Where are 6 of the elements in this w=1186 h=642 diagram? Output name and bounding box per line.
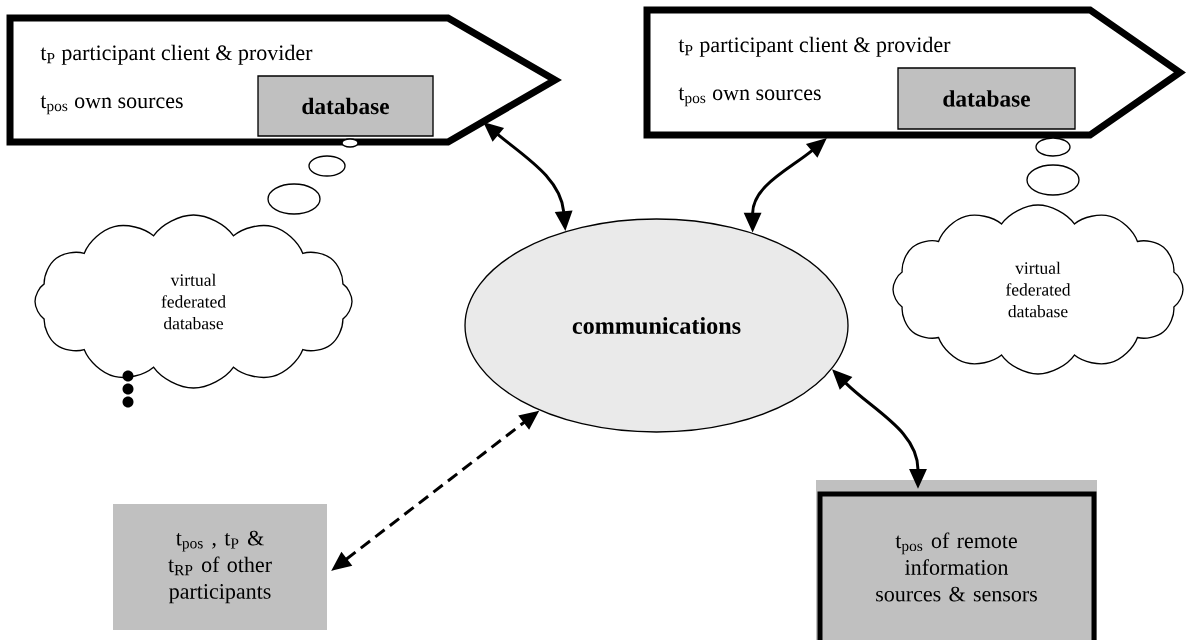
participants-box: t$_{pos}$ , t$_{P}$ & t$_{RP}$ of other participants bbox=[113, 504, 327, 630]
thought-cloud: virtual federated database bbox=[892, 204, 1184, 375]
sources-box: t$_{pos}$ of remote information sources & sensors bbox=[816, 480, 1097, 640]
database-box: database bbox=[257, 75, 434, 137]
database-box: database bbox=[897, 67, 1076, 130]
thought-cloud: virtual federated database bbox=[34, 214, 353, 389]
